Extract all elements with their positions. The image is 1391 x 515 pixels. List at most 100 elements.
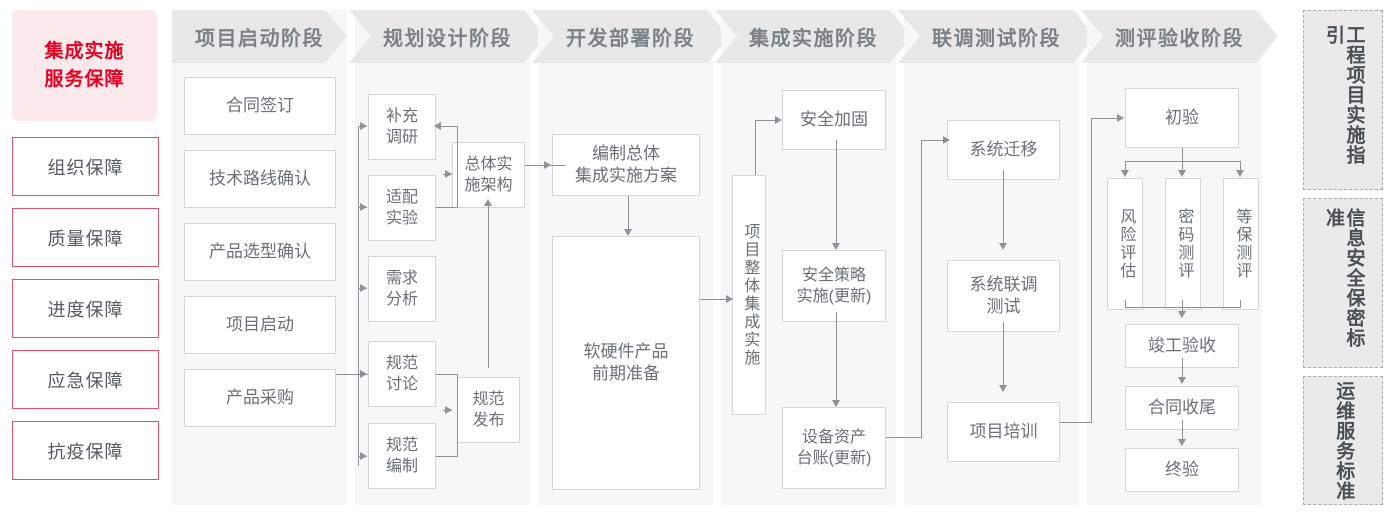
node-hw-sw-preparation[interactable]: 软硬件产品前期准备: [552, 236, 700, 490]
node-text-line1: 补充: [385, 107, 418, 125]
arrowhead-down: [1235, 170, 1244, 177]
node-product-procurement[interactable]: 产品采购: [184, 369, 336, 427]
standard-panel-infosec-standard[interactable]: 信息安全保密标准: [1303, 198, 1383, 368]
node-text-line2: 集成实施方案: [575, 166, 677, 185]
node-text-line1: 规范: [385, 354, 418, 372]
node-final-acceptance[interactable]: 终验: [1125, 448, 1239, 492]
arrowhead-right: [445, 169, 452, 178]
connector-plan-to-preparation: [628, 196, 630, 230]
standard-panel-engineering-guideline[interactable]: 工程项目实施指引: [1303, 10, 1383, 190]
connector-kickoff-to-bus: [336, 374, 368, 376]
arrowhead-right: [360, 202, 367, 211]
node-security-policy-implementation[interactable]: 安全策略实施(更新): [782, 250, 886, 322]
node-contract-signing[interactable]: 合同签订: [184, 77, 336, 135]
connector-policy-to-ledger: [836, 312, 838, 402]
connector-merge-vertical-upper: [457, 126, 459, 208]
connector-to-dengbao-evaluation: [1240, 161, 1242, 172]
arrowhead-right: [360, 283, 367, 292]
phase-header-planning[interactable]: 规划设计阶段: [349, 10, 546, 63]
node-preliminary-acceptance[interactable]: 初验: [1125, 88, 1239, 148]
arrowhead-down: [1177, 311, 1186, 318]
node-text-line1: 规范: [385, 436, 418, 454]
standard-label: 信息安全保密标准: [1323, 208, 1365, 348]
node-text-line2: 测试: [986, 297, 1021, 316]
node-classified-protection-evaluation[interactable]: 等保测评: [1223, 178, 1259, 310]
node-product-selection-confirm[interactable]: 产品选型确认: [184, 223, 336, 281]
phase-header-integration[interactable]: 集成实施阶段: [715, 10, 912, 63]
node-standard-release[interactable]: 规范发布: [457, 377, 520, 443]
sidebar-item-progress[interactable]: 进度保障: [12, 279, 159, 338]
node-text-line2: 编制: [385, 458, 418, 475]
sidebar-item-organization[interactable]: 组织保障: [12, 137, 159, 196]
node-text-line1: 软硬件产品: [583, 341, 669, 361]
node-adaptation-experiment[interactable]: 适配实验: [368, 175, 436, 241]
arrowhead-down: [1177, 377, 1186, 384]
arrowhead-down: [1177, 439, 1186, 446]
connector-risk-down: [1125, 300, 1127, 308]
node-risk-assessment[interactable]: 风险评估: [1107, 178, 1143, 310]
arrowhead-right: [360, 121, 367, 130]
node-cryptography-evaluation[interactable]: 密码测评: [1165, 178, 1201, 310]
phase-header-acceptance[interactable]: 测评验收阶段: [1081, 10, 1278, 63]
node-compile-overall-integration-plan[interactable]: 编制总体集成实施方案: [552, 134, 700, 196]
phase-header-startup[interactable]: 项目启动阶段: [172, 10, 347, 63]
sidebar-item-emergency[interactable]: 应急保障: [12, 350, 159, 409]
connector-ledger-right: [886, 437, 922, 439]
standard-panel-ops-service-standard[interactable]: 运维服务标准: [1303, 376, 1383, 505]
connector-to-crypto-evaluation: [1182, 161, 1184, 172]
arrowhead-down: [831, 400, 840, 407]
sidebar-item-quality[interactable]: 质量保障: [12, 208, 159, 267]
node-text-line2: 发布: [472, 412, 505, 429]
arrowhead-right: [544, 160, 551, 169]
node-text-line1: 总体实: [464, 155, 513, 173]
node-standard-drafting[interactable]: 规范编制: [368, 423, 436, 489]
connector-training-right: [1060, 422, 1092, 424]
node-requirements-analysis[interactable]: 需求分析: [368, 256, 436, 322]
node-system-joint-debug-test[interactable]: 系统联调测试: [947, 260, 1060, 332]
node-text-line2: 前期准备: [592, 364, 660, 383]
node-text-line2: 施架构: [464, 177, 513, 194]
connector-migration-to-joint-test: [1003, 170, 1005, 245]
node-supplementary-research[interactable]: 补充调研: [368, 94, 436, 160]
node-text-line1: 适配: [385, 188, 418, 206]
connector-hardening-to-policy: [836, 140, 838, 245]
connector-drafting-right: [436, 456, 458, 458]
connector-ledger-vertical: [921, 140, 923, 438]
phase-header-develop[interactable]: 开发部署阶段: [532, 10, 729, 63]
arrowhead-right: [360, 451, 367, 460]
node-equipment-asset-ledger[interactable]: 设备资产台账(更新): [782, 407, 886, 489]
node-text-line1: 设备资产: [801, 428, 866, 446]
node-project-training[interactable]: 项目培训: [947, 402, 1060, 462]
node-project-kickoff[interactable]: 项目启动: [184, 296, 336, 354]
connector-closeout-to-final: [1182, 420, 1184, 440]
connector-merge-to-architecture: [443, 174, 452, 176]
standard-label: 工程项目实施指引: [1323, 25, 1365, 165]
node-overall-project-integration[interactable]: 项目整体集成实施: [732, 175, 766, 415]
node-tech-route-confirm[interactable]: 技术路线确认: [184, 150, 336, 208]
arrowhead-down: [998, 385, 1007, 392]
node-text-line2: 调研: [385, 129, 418, 146]
connector-dengbao-down: [1240, 300, 1242, 308]
node-standard-discussion[interactable]: 规范讨论: [368, 341, 436, 407]
node-text-line1: 系统联调: [969, 274, 1038, 294]
arrowhead-down: [998, 243, 1007, 250]
arrowhead-right: [726, 294, 733, 303]
arrowhead-right: [445, 405, 452, 414]
arrowhead-right: [1117, 113, 1124, 122]
sidebar-title-line1: 集成实施: [44, 40, 125, 62]
arrowhead-down: [1120, 170, 1129, 177]
connector-research-right: [436, 126, 458, 128]
connector-training-vertical: [1091, 118, 1093, 423]
assurance-sidebar: 集成实施 服务保障 组织保障 质量保障 进度保障 应急保障 抗疫保障: [12, 10, 159, 505]
node-text-line2: 分析: [385, 291, 418, 308]
phase-header-jointtest[interactable]: 联调测试阶段: [898, 10, 1095, 63]
arrowhead-down: [623, 229, 632, 236]
connector-discussion-right: [436, 374, 458, 376]
arrowhead-down: [1177, 170, 1186, 177]
sidebar-item-epidemic[interactable]: 抗疫保障: [12, 421, 159, 480]
node-text-line2: 讨论: [385, 376, 418, 393]
arrowhead-left: [434, 121, 441, 130]
node-text-line1: 需求: [385, 269, 418, 287]
connector-adaptation-right: [436, 207, 458, 209]
node-security-hardening[interactable]: 安全加固: [782, 90, 886, 150]
